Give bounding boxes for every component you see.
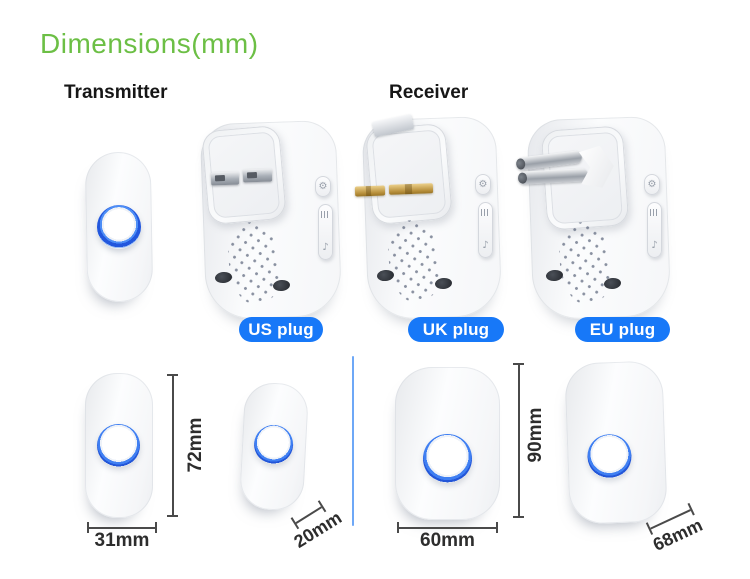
transmitter-height-value: 72mm (185, 417, 206, 473)
doorbell-button-ring (423, 434, 472, 483)
doorbell-button-ring (586, 433, 633, 479)
transmitter-width-value: 31mm (94, 530, 150, 551)
receiver-height-dimension-line (513, 363, 524, 518)
receiver-front-view (395, 367, 500, 520)
transmitter-width-dimension-line (87, 522, 157, 533)
gear-icon: ⚙ (478, 178, 488, 190)
receiver-eu-photo: ⚙ ♪ (515, 115, 672, 321)
melody-icon: ♪ (651, 240, 658, 251)
eu-plug-badge: EU plug (575, 317, 670, 342)
receiver-us-photo: ⚙ ♪ (199, 119, 343, 321)
uk-plug-brass-pin-icon (354, 185, 386, 197)
transmitter-front-view (85, 373, 153, 518)
transmitter-side-view (238, 381, 310, 512)
volume-icon (650, 209, 659, 216)
receiver-height-value: 90mm (525, 407, 546, 463)
receiver-section-label: Receiver (389, 82, 469, 103)
doorbell-button-ring (96, 204, 142, 250)
setup-button: ⚙ (475, 174, 491, 195)
setup-button: ⚙ (315, 176, 331, 197)
volume-melody-button: ♪ (647, 202, 662, 258)
gear-icon: ⚙ (318, 180, 328, 192)
transmitter-section-label: Transmitter (64, 82, 168, 103)
melody-icon: ♪ (482, 240, 489, 251)
transmitter-height-dimension-line (167, 374, 178, 517)
volume-melody-button: ♪ (318, 204, 333, 260)
doorbell-button-ring (253, 423, 295, 465)
us-plug-blade-icon (242, 168, 273, 183)
receiver-width-value: 60mm (420, 530, 475, 551)
us-plug-badge: US plug (239, 317, 323, 342)
volume-icon (481, 209, 490, 216)
receiver-width-dimension-line (397, 522, 498, 533)
transmitter-photo (84, 151, 154, 303)
volume-melody-button: ♪ (478, 202, 493, 258)
uk-plug-brass-pin-icon (388, 183, 434, 195)
setup-button: ⚙ (644, 174, 660, 195)
receiver-side-view (564, 360, 668, 525)
doorbell-button-ring (97, 424, 140, 467)
melody-icon: ♪ (322, 242, 329, 253)
gear-icon: ⚙ (647, 178, 657, 190)
receiver-uk-photo: ⚙ ♪ (354, 114, 503, 321)
page-title: Dimensions(mm) (40, 28, 259, 59)
plug-block (364, 122, 454, 226)
volume-icon (321, 211, 330, 218)
section-divider (352, 356, 354, 526)
uk-plug-badge: UK plug (408, 317, 504, 342)
us-plug-blade-icon (210, 171, 240, 186)
